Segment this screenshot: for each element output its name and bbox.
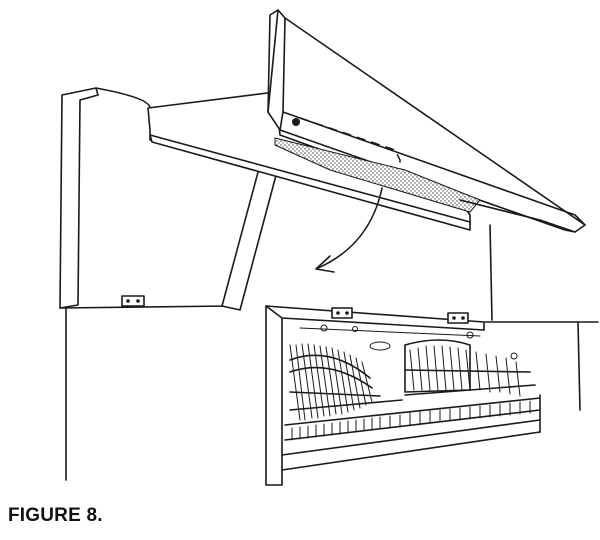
hinge-center [331,307,353,319]
lower-cabinet [59,305,599,481]
upright-piano-lid-illustration [59,9,599,486]
raised-lid [147,9,586,233]
hammer-row-left [289,343,403,421]
action-frame [265,305,541,486]
hinge-left [121,295,145,307]
key-rail [284,397,541,441]
left-cabinet-side [59,87,151,309]
figure-caption: FIGURE 8. [8,505,103,526]
piano-action [284,324,541,441]
lowering-direction-arrow [315,187,383,273]
hinge-right [447,312,469,324]
hammer-row-right [404,339,536,397]
back-board [489,224,493,321]
